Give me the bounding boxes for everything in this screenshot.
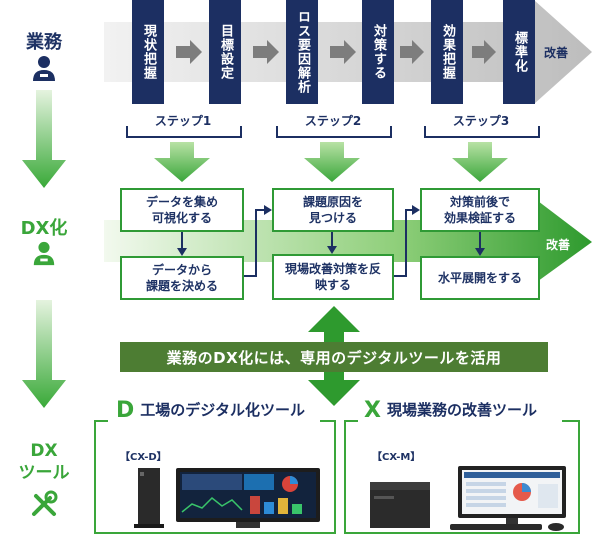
step-countermeasure: 対策する bbox=[362, 0, 394, 104]
panel-x-top-right bbox=[562, 420, 580, 422]
tools-icon bbox=[32, 490, 58, 516]
box-decide-issue: データから 課題を決める bbox=[120, 256, 244, 300]
lane-label-tool-line2: ツール bbox=[18, 463, 70, 483]
bracket-step-3 bbox=[424, 126, 540, 138]
kaizen-mid-label: 改善 bbox=[546, 238, 571, 252]
dx-flow-arrow bbox=[104, 198, 592, 284]
person-icon bbox=[33, 241, 55, 266]
step-label-2: ステップ2 bbox=[304, 114, 362, 128]
step-standardize: 標準化 bbox=[503, 0, 535, 104]
step-label-1: ステップ1 bbox=[154, 114, 212, 128]
lane-label-dx: DX化 bbox=[20, 218, 68, 239]
cx-d-device-image bbox=[134, 468, 320, 528]
cx-m-tag: 【CX-M】 bbox=[372, 452, 421, 463]
panel-x-letter: X bbox=[364, 398, 381, 423]
top-small-arrows bbox=[176, 40, 496, 64]
panel-x-top-left bbox=[344, 420, 358, 422]
panel-d-top-left bbox=[94, 420, 108, 422]
down-arrow-2 bbox=[22, 300, 66, 408]
panel-field-improvement-tool bbox=[344, 420, 580, 534]
bracket-step-1 bbox=[126, 126, 242, 138]
person-icon bbox=[33, 56, 55, 81]
panel-d-title-text: 工場のデジタル化ツール bbox=[140, 401, 305, 419]
box-find-cause: 課題原因を 見つける bbox=[272, 188, 394, 232]
down-arrow-1 bbox=[22, 90, 66, 188]
lane-label-tool: DX ツール bbox=[14, 440, 74, 484]
panel-d-top-right bbox=[320, 420, 336, 422]
step-label-3: ステップ3 bbox=[452, 114, 510, 128]
lane-label-business: 業務 bbox=[26, 32, 62, 53]
panel-d-title: D 工場のデジタル化ツール bbox=[110, 398, 311, 423]
panel-d-letter: D bbox=[116, 398, 135, 423]
kaizen-top-label: 改善 bbox=[544, 46, 569, 60]
step-current-state: 現状把握 bbox=[132, 0, 164, 104]
step-loss-analysis: ロス要因解析 bbox=[286, 0, 318, 104]
bracket-step-2 bbox=[276, 126, 392, 138]
lane-label-tool-line1: DX bbox=[30, 441, 58, 461]
panel-x-title-text: 現場業務の改善ツール bbox=[386, 401, 537, 419]
dx-connectors bbox=[177, 205, 485, 277]
step-effect-check: 効果把握 bbox=[431, 0, 463, 104]
cx-m-device-image bbox=[370, 466, 566, 531]
box-horizontal-deploy: 水平展開をする bbox=[420, 256, 540, 300]
panel-factory-digital-tool bbox=[94, 420, 336, 534]
box-verify-effect: 対策前後で 効果検証する bbox=[420, 188, 540, 232]
cx-d-tag: 【CX-D】 bbox=[120, 452, 167, 463]
step-down-arrows bbox=[154, 142, 508, 182]
box-collect-visualize: データを集め 可視化する bbox=[120, 188, 244, 232]
panel-x-title: X 現場業務の改善ツール bbox=[358, 398, 543, 423]
box-apply-countermeasure: 現場改善対策を反 映する bbox=[272, 254, 394, 300]
dx-banner: 業務のDX化には、専用のデジタルツールを活用 bbox=[120, 342, 548, 372]
step-target-setting: 目標設定 bbox=[209, 0, 241, 104]
